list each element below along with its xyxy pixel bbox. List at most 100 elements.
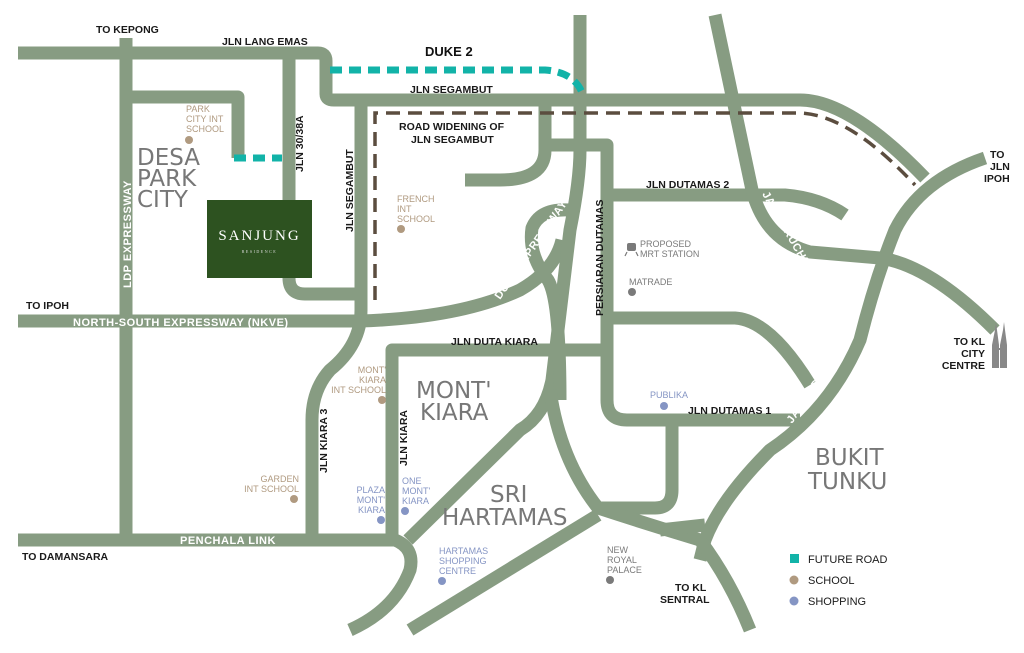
sanjung-residence-logo[interactable]: SANJUNG RESIDENCE xyxy=(207,200,312,278)
label-to-ipoh: TO IPOH xyxy=(26,300,69,312)
project-subtitle: RESIDENCE xyxy=(242,249,278,254)
label-penchala-link: PENCHALA LINK xyxy=(180,535,276,547)
label-jln-segambut: JLN SEGAMBUT xyxy=(410,84,493,96)
poi-plaza-mont-kiara[interactable]: PLAZA MONT' KIARA xyxy=(356,485,385,524)
svg-text:SENTRAL: SENTRAL xyxy=(660,594,710,606)
svg-text:SRI: SRI xyxy=(490,482,527,508)
label-jln-segambut-vertical: JLN SEGAMBUT xyxy=(344,149,356,232)
poi-mont-kiara-int-school[interactable]: MONT' KIARA INT SCHOOL xyxy=(331,365,386,404)
svg-text:DESA: DESA xyxy=(137,145,200,171)
road-jalan-duta xyxy=(693,151,988,562)
svg-text:HARTAMAS: HARTAMAS xyxy=(439,546,488,556)
svg-text:KIARA: KIARA xyxy=(359,375,386,385)
label-to-jln-ipoh: TO JLN IPOH xyxy=(984,149,1010,185)
legend-school: SCHOOL xyxy=(808,575,854,587)
svg-text:TO: TO xyxy=(990,149,1004,161)
poi-park-city-int-school[interactable]: PARK CITY INT SCHOOL xyxy=(185,104,224,144)
road-park-city xyxy=(126,90,245,158)
train-icon xyxy=(624,243,639,257)
petronas-towers-icon xyxy=(992,322,1007,368)
school-dot-icon xyxy=(185,136,193,144)
svg-text:CENTRE: CENTRE xyxy=(439,566,476,576)
future-road-duke-2 xyxy=(330,66,587,97)
label-jln-kiara-3: JLN KIARA 3 xyxy=(318,408,330,473)
road-sentral-link xyxy=(659,518,706,537)
poi-proposed-mrt-station[interactable]: PROPOSED MRT STATION xyxy=(624,239,699,259)
road-jln-lang-emas xyxy=(18,46,930,183)
tan-dot-icon xyxy=(789,575,799,585)
svg-text:CITY: CITY xyxy=(961,348,985,360)
svg-text:NEW: NEW xyxy=(607,545,629,555)
label-to-kl-sentral: TO KL SENTRAL xyxy=(660,582,710,606)
svg-text:JLN: JLN xyxy=(990,161,1010,173)
label-to-kl-city-centre: TO KL CITY CENTRE xyxy=(942,336,986,372)
project-name: SANJUNG xyxy=(218,228,300,244)
teal-square-icon xyxy=(790,554,799,563)
road-penchala-link xyxy=(18,533,418,636)
svg-text:INT SCHOOL: INT SCHOOL xyxy=(331,385,386,395)
label-nkve: NORTH-SOUTH EXPRESSWAY (NKVE) xyxy=(73,317,289,329)
svg-text:INT: INT xyxy=(397,204,412,214)
label-jln-lang-emas: JLN LANG EMAS xyxy=(222,36,308,48)
svg-text:MATRADE: MATRADE xyxy=(629,277,672,287)
svg-text:SCHOOL: SCHOOL xyxy=(397,214,435,224)
road-hartamas-diagonal xyxy=(406,509,602,636)
area-desa-park-city: DESA PARK CITY xyxy=(137,145,200,213)
blue-dot-icon xyxy=(789,596,799,606)
svg-text:TO KL: TO KL xyxy=(954,336,986,348)
area-bukit-tunku: BUKIT TUNKU xyxy=(807,445,887,495)
label-to-damansara: TO DAMANSARA xyxy=(22,551,109,563)
school-dot-icon xyxy=(397,225,405,233)
area-mont-kiara: MONT' KIARA xyxy=(416,378,492,426)
label-road-widening: ROAD WIDENING OF JLN SEGAMBUT xyxy=(399,121,505,146)
poi-garden-int-school[interactable]: GARDEN INT SCHOOL xyxy=(244,474,299,503)
label-jln-dutamas-1: JLN DUTAMAS 1 xyxy=(688,405,771,417)
poi-french-int-school[interactable]: FRENCH INT SCHOOL xyxy=(397,194,435,233)
svg-text:MONT': MONT' xyxy=(357,495,385,505)
svg-text:PUBLIKA: PUBLIKA xyxy=(650,390,688,400)
roads xyxy=(18,13,1000,636)
svg-text:FRENCH: FRENCH xyxy=(397,194,435,204)
label-to-kepong: TO KEPONG xyxy=(96,24,159,36)
svg-text:IPOH: IPOH xyxy=(984,173,1010,185)
svg-text:KIARA: KIARA xyxy=(420,400,489,426)
label-jln-dutamas-2: JLN DUTAMAS 2 xyxy=(646,179,729,191)
svg-text:KIARA: KIARA xyxy=(402,496,429,506)
svg-text:ROYAL: ROYAL xyxy=(607,555,637,565)
svg-text:HARTAMAS: HARTAMAS xyxy=(442,505,568,531)
svg-text:PROPOSED: PROPOSED xyxy=(640,239,692,249)
svg-text:CITY INT: CITY INT xyxy=(186,114,224,124)
road-matrade xyxy=(607,311,816,389)
legend-shopping: SHOPPING xyxy=(808,596,866,608)
svg-text:PARK: PARK xyxy=(186,104,210,114)
svg-text:MONT': MONT' xyxy=(402,486,430,496)
poi-hartamas-shopping-centre[interactable]: HARTAMAS SHOPPING CENTRE xyxy=(438,546,488,585)
svg-text:SCHOOL: SCHOOL xyxy=(186,124,224,134)
svg-text:MRT STATION: MRT STATION xyxy=(640,249,699,259)
road-persiaran-dutamas xyxy=(545,138,800,427)
road-jln-dutamas-2 xyxy=(607,188,849,221)
poi-one-mont-kiara[interactable]: ONE MONT' KIARA xyxy=(401,476,430,515)
poi-matrade[interactable]: MATRADE xyxy=(628,277,672,296)
svg-text:CENTRE: CENTRE xyxy=(942,360,985,372)
svg-text:PALACE: PALACE xyxy=(607,565,642,575)
svg-text:BUKIT: BUKIT xyxy=(815,445,884,471)
shopping-dot-icon xyxy=(438,577,446,585)
poi-publika[interactable]: PUBLIKA xyxy=(650,390,688,410)
road-segambut-branch xyxy=(465,100,552,187)
legend: FUTURE ROAD SCHOOL SHOPPING xyxy=(789,554,888,608)
label-ldp-expressway: LDP EXPRESSWAY xyxy=(122,180,134,288)
svg-text:SHOPPING: SHOPPING xyxy=(439,556,487,566)
road-duke-loop xyxy=(524,203,571,401)
area-sri-hartamas: SRI HARTAMAS xyxy=(442,482,568,531)
svg-text:INT SCHOOL: INT SCHOOL xyxy=(244,484,299,494)
poi-new-royal-palace[interactable]: NEW ROYAL PALACE xyxy=(606,545,642,584)
svg-text:JLN SEGAMBUT: JLN SEGAMBUT xyxy=(411,134,494,146)
school-dot-icon xyxy=(378,396,386,404)
road-duke-expressway xyxy=(403,15,587,545)
svg-text:GARDEN: GARDEN xyxy=(260,474,299,484)
road-jln-duta-kiara xyxy=(385,343,607,540)
svg-text:MONT': MONT' xyxy=(416,378,492,404)
svg-text:ROAD WIDENING OF: ROAD WIDENING OF xyxy=(399,121,505,133)
